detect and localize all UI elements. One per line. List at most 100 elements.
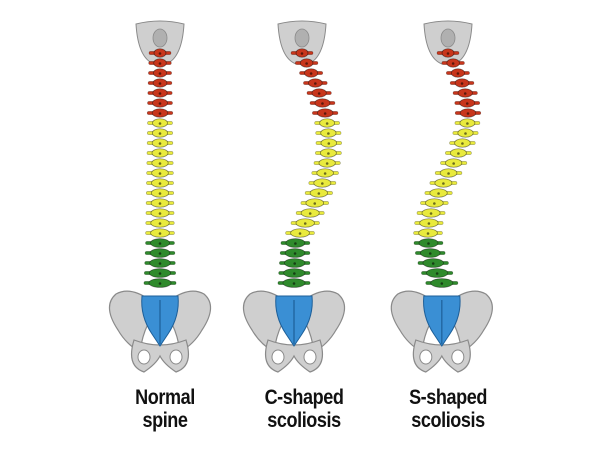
- thoracic-spinous-c-shaped: [325, 122, 329, 125]
- foramen-s-shaped: [440, 28, 456, 48]
- cervical-vertebra-normal: [147, 98, 173, 108]
- obturator-left-normal: [137, 349, 151, 365]
- lumbar-vertebra-c-shaped: [279, 258, 311, 268]
- thoracic-spinous-c-shaped: [327, 152, 330, 155]
- cervical-vertebra-s-shaped: [436, 48, 460, 58]
- thoracic-spinous-normal: [158, 202, 162, 205]
- thoracic-vertebra-c-shaped: [315, 148, 342, 158]
- cervical-spinous-normal: [158, 62, 162, 65]
- thoracic-vertebra-normal: [146, 148, 174, 158]
- thoracic-spinous-normal: [158, 222, 162, 225]
- thoracic-vertebra-normal: [146, 178, 174, 188]
- cervical-vertebra-normal: [148, 58, 172, 68]
- thoracic-spinous-c-shaped: [327, 142, 331, 145]
- thoracic-vertebra-s-shaped: [454, 118, 481, 128]
- lumbar-vertebra-s-shaped: [425, 278, 459, 288]
- lumbar-spinous-c-shaped: [294, 242, 297, 245]
- thoracic-spinous-normal: [158, 162, 162, 165]
- thoracic-spinous-s-shaped: [461, 142, 464, 145]
- spine-s-shaped: [390, 20, 493, 373]
- lumbar-spinous-normal: [158, 282, 162, 285]
- lumbar-vertebra-normal: [144, 268, 177, 278]
- cervical-vertebra-s-shaped: [452, 88, 478, 98]
- thoracic-spinous-s-shaped: [457, 152, 460, 155]
- cervical-vertebra-c-shaped: [309, 98, 336, 108]
- cervical-spinous-s-shaped: [446, 52, 450, 55]
- cervical-spinous-c-shaped: [323, 112, 327, 115]
- thoracic-vertebra-s-shaped: [452, 128, 479, 138]
- pelvis-left-wing-normal: [108, 290, 151, 353]
- thoracic-vertebra-c-shaped: [308, 178, 337, 188]
- lumbar-spinous-normal: [158, 262, 162, 265]
- thoracic-vertebra-c-shaped: [314, 118, 340, 128]
- thoracic-spinous-c-shaped: [321, 182, 324, 185]
- thoracic-vertebra-normal: [145, 228, 175, 238]
- cervical-vertebra-normal: [148, 48, 172, 58]
- cervical-spinous-c-shaped: [309, 72, 313, 75]
- label-s-shaped-line1: S-shaped: [409, 386, 487, 409]
- cervical-vertebra-c-shaped: [299, 68, 324, 78]
- lumbar-spinous-c-shaped: [293, 272, 296, 275]
- label-normal-spine: Normal spine: [105, 386, 225, 432]
- cervical-vertebra-c-shaped: [295, 58, 319, 68]
- thoracic-vertebra-normal: [147, 118, 173, 128]
- thoracic-spinous-c-shaped: [325, 162, 329, 165]
- thoracic-vertebra-s-shaped: [434, 168, 463, 178]
- obturator-left-c-shaped: [271, 349, 285, 365]
- cervical-vertebra-s-shaped: [449, 78, 475, 88]
- obturator-left-s-shaped: [419, 349, 433, 365]
- pelvis-c-shaped: [242, 290, 346, 373]
- cervical-spinous-s-shaped: [460, 82, 464, 85]
- cervical-spinous-s-shaped: [466, 112, 470, 115]
- cervical-spinous-normal: [158, 52, 162, 55]
- lumbar-vertebra-normal: [144, 258, 176, 268]
- lumbar-spinous-c-shaped: [292, 282, 296, 285]
- obturator-right-c-shaped: [303, 349, 317, 365]
- thoracic-vertebra-normal: [146, 158, 174, 168]
- thoracic-spinous-normal: [158, 212, 162, 215]
- thoracic-spinous-normal: [158, 132, 162, 135]
- pelvis-left-wing-s-shaped: [390, 290, 433, 353]
- thoracic-vertebra-c-shaped: [300, 198, 329, 208]
- label-c-shaped-scoliosis: C-shaped scoliosis: [244, 386, 364, 432]
- lumbar-spinous-s-shaped: [435, 272, 439, 275]
- thoracic-spinous-c-shaped: [298, 232, 302, 235]
- thoracic-spinous-s-shaped: [447, 172, 450, 175]
- cervical-spinous-normal: [158, 112, 162, 115]
- cervical-vertebra-s-shaped: [441, 58, 465, 68]
- cervical-spinous-normal: [158, 102, 162, 105]
- thoracic-spinous-c-shaped: [323, 172, 327, 175]
- lumbar-vertebra-s-shaped: [421, 268, 454, 278]
- label-normal-line2: spine: [142, 409, 188, 432]
- label-s-shaped-scoliosis: S-shaped scoliosis: [388, 386, 508, 432]
- lumbar-spinous-s-shaped: [431, 262, 435, 265]
- thoracic-vertebra-s-shaped: [416, 208, 446, 218]
- thoracic-vertebra-s-shaped: [429, 178, 458, 188]
- cervical-spinous-normal: [158, 92, 162, 95]
- cervical-vertebra-normal: [147, 88, 173, 98]
- pelvis-s-shaped: [390, 290, 493, 373]
- lumbar-vertebra-c-shaped: [279, 248, 311, 258]
- thoracic-spinous-normal: [158, 232, 162, 235]
- thoracic-vertebra-c-shaped: [304, 188, 333, 198]
- thoracic-spinous-normal: [158, 192, 162, 195]
- thoracic-vertebra-normal: [146, 138, 174, 148]
- lumbar-vertebra-normal: [145, 238, 175, 248]
- thoracic-vertebra-s-shaped: [420, 198, 449, 208]
- thoracic-vertebra-normal: [145, 198, 175, 208]
- lumbar-vertebra-normal: [143, 278, 177, 288]
- lumbar-spinous-c-shaped: [293, 252, 297, 255]
- cervical-spinous-c-shaped: [321, 102, 324, 105]
- thoracic-spinous-s-shaped: [442, 182, 445, 185]
- lumbar-spinous-s-shaped: [428, 252, 432, 255]
- thoracic-spinous-s-shaped: [437, 192, 440, 195]
- foramen-normal: [152, 28, 168, 48]
- pelvis-left-wing-c-shaped: [242, 290, 285, 353]
- label-c-shaped-line2: scoliosis: [267, 409, 341, 432]
- lumbar-vertebra-s-shaped: [415, 248, 446, 258]
- thoracic-spinous-c-shaped: [313, 202, 317, 205]
- lumbar-spinous-normal: [158, 242, 162, 245]
- cervical-spinous-c-shaped: [317, 92, 321, 95]
